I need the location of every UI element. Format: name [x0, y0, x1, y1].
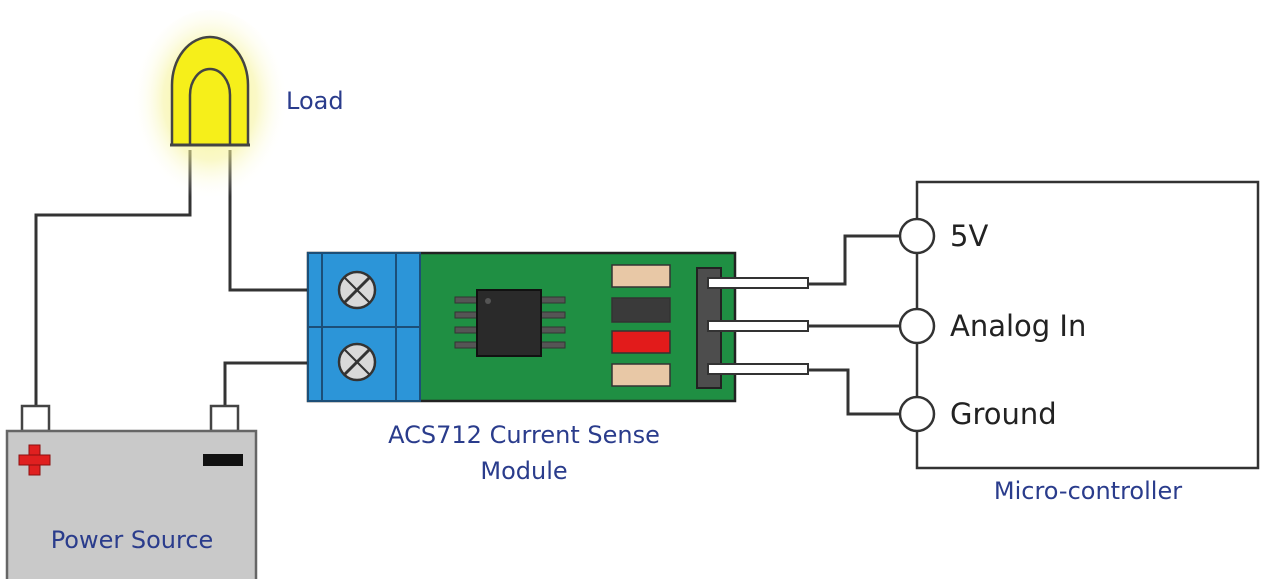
- component-red: [611, 330, 671, 354]
- component-dark: [611, 297, 671, 323]
- minus-icon: [203, 454, 243, 466]
- pin-ground-label: Ground: [950, 397, 1057, 431]
- load-label: Load: [286, 87, 344, 115]
- acs712-module: [306, 251, 809, 403]
- pin-vcc-label: 5V: [950, 219, 988, 253]
- ic-chip: [454, 289, 566, 357]
- battery-terminal-negative: [209, 404, 240, 433]
- sensor-label-line1: ACS712 Current Sense: [388, 421, 660, 449]
- screw-icon: [337, 342, 377, 382]
- battery-body: [5, 429, 258, 579]
- wire-ground: [808, 368, 900, 416]
- pin-ground-connector: [898, 395, 936, 433]
- screw-terminal-block: [307, 252, 421, 402]
- battery-terminal-positive: [20, 404, 51, 433]
- microcontroller-box: [915, 180, 1260, 470]
- sensor-label-line2: Module: [480, 457, 567, 485]
- smd-components: [611, 264, 671, 387]
- screw-icon: [337, 270, 377, 310]
- header-pins: [707, 277, 809, 375]
- power-source: [5, 404, 258, 579]
- component-tan: [611, 264, 671, 288]
- plus-icon: [18, 444, 51, 476]
- bulb-filament: [188, 67, 232, 145]
- power-source-label: Power Source: [51, 526, 214, 554]
- component-tan: [611, 363, 671, 387]
- microcontroller: [898, 180, 1260, 470]
- load-bulb: [132, 10, 288, 210]
- wire-sensor-to-battery-negative: [223, 361, 310, 407]
- pin-analog-label: Analog In: [950, 309, 1086, 343]
- pin-vcc-connector: [898, 217, 936, 255]
- wire-vcc: [808, 234, 900, 286]
- microcontroller-label: Micro-controller: [994, 477, 1182, 505]
- bulb-body: [170, 35, 250, 147]
- pin-analog-connector: [898, 307, 936, 345]
